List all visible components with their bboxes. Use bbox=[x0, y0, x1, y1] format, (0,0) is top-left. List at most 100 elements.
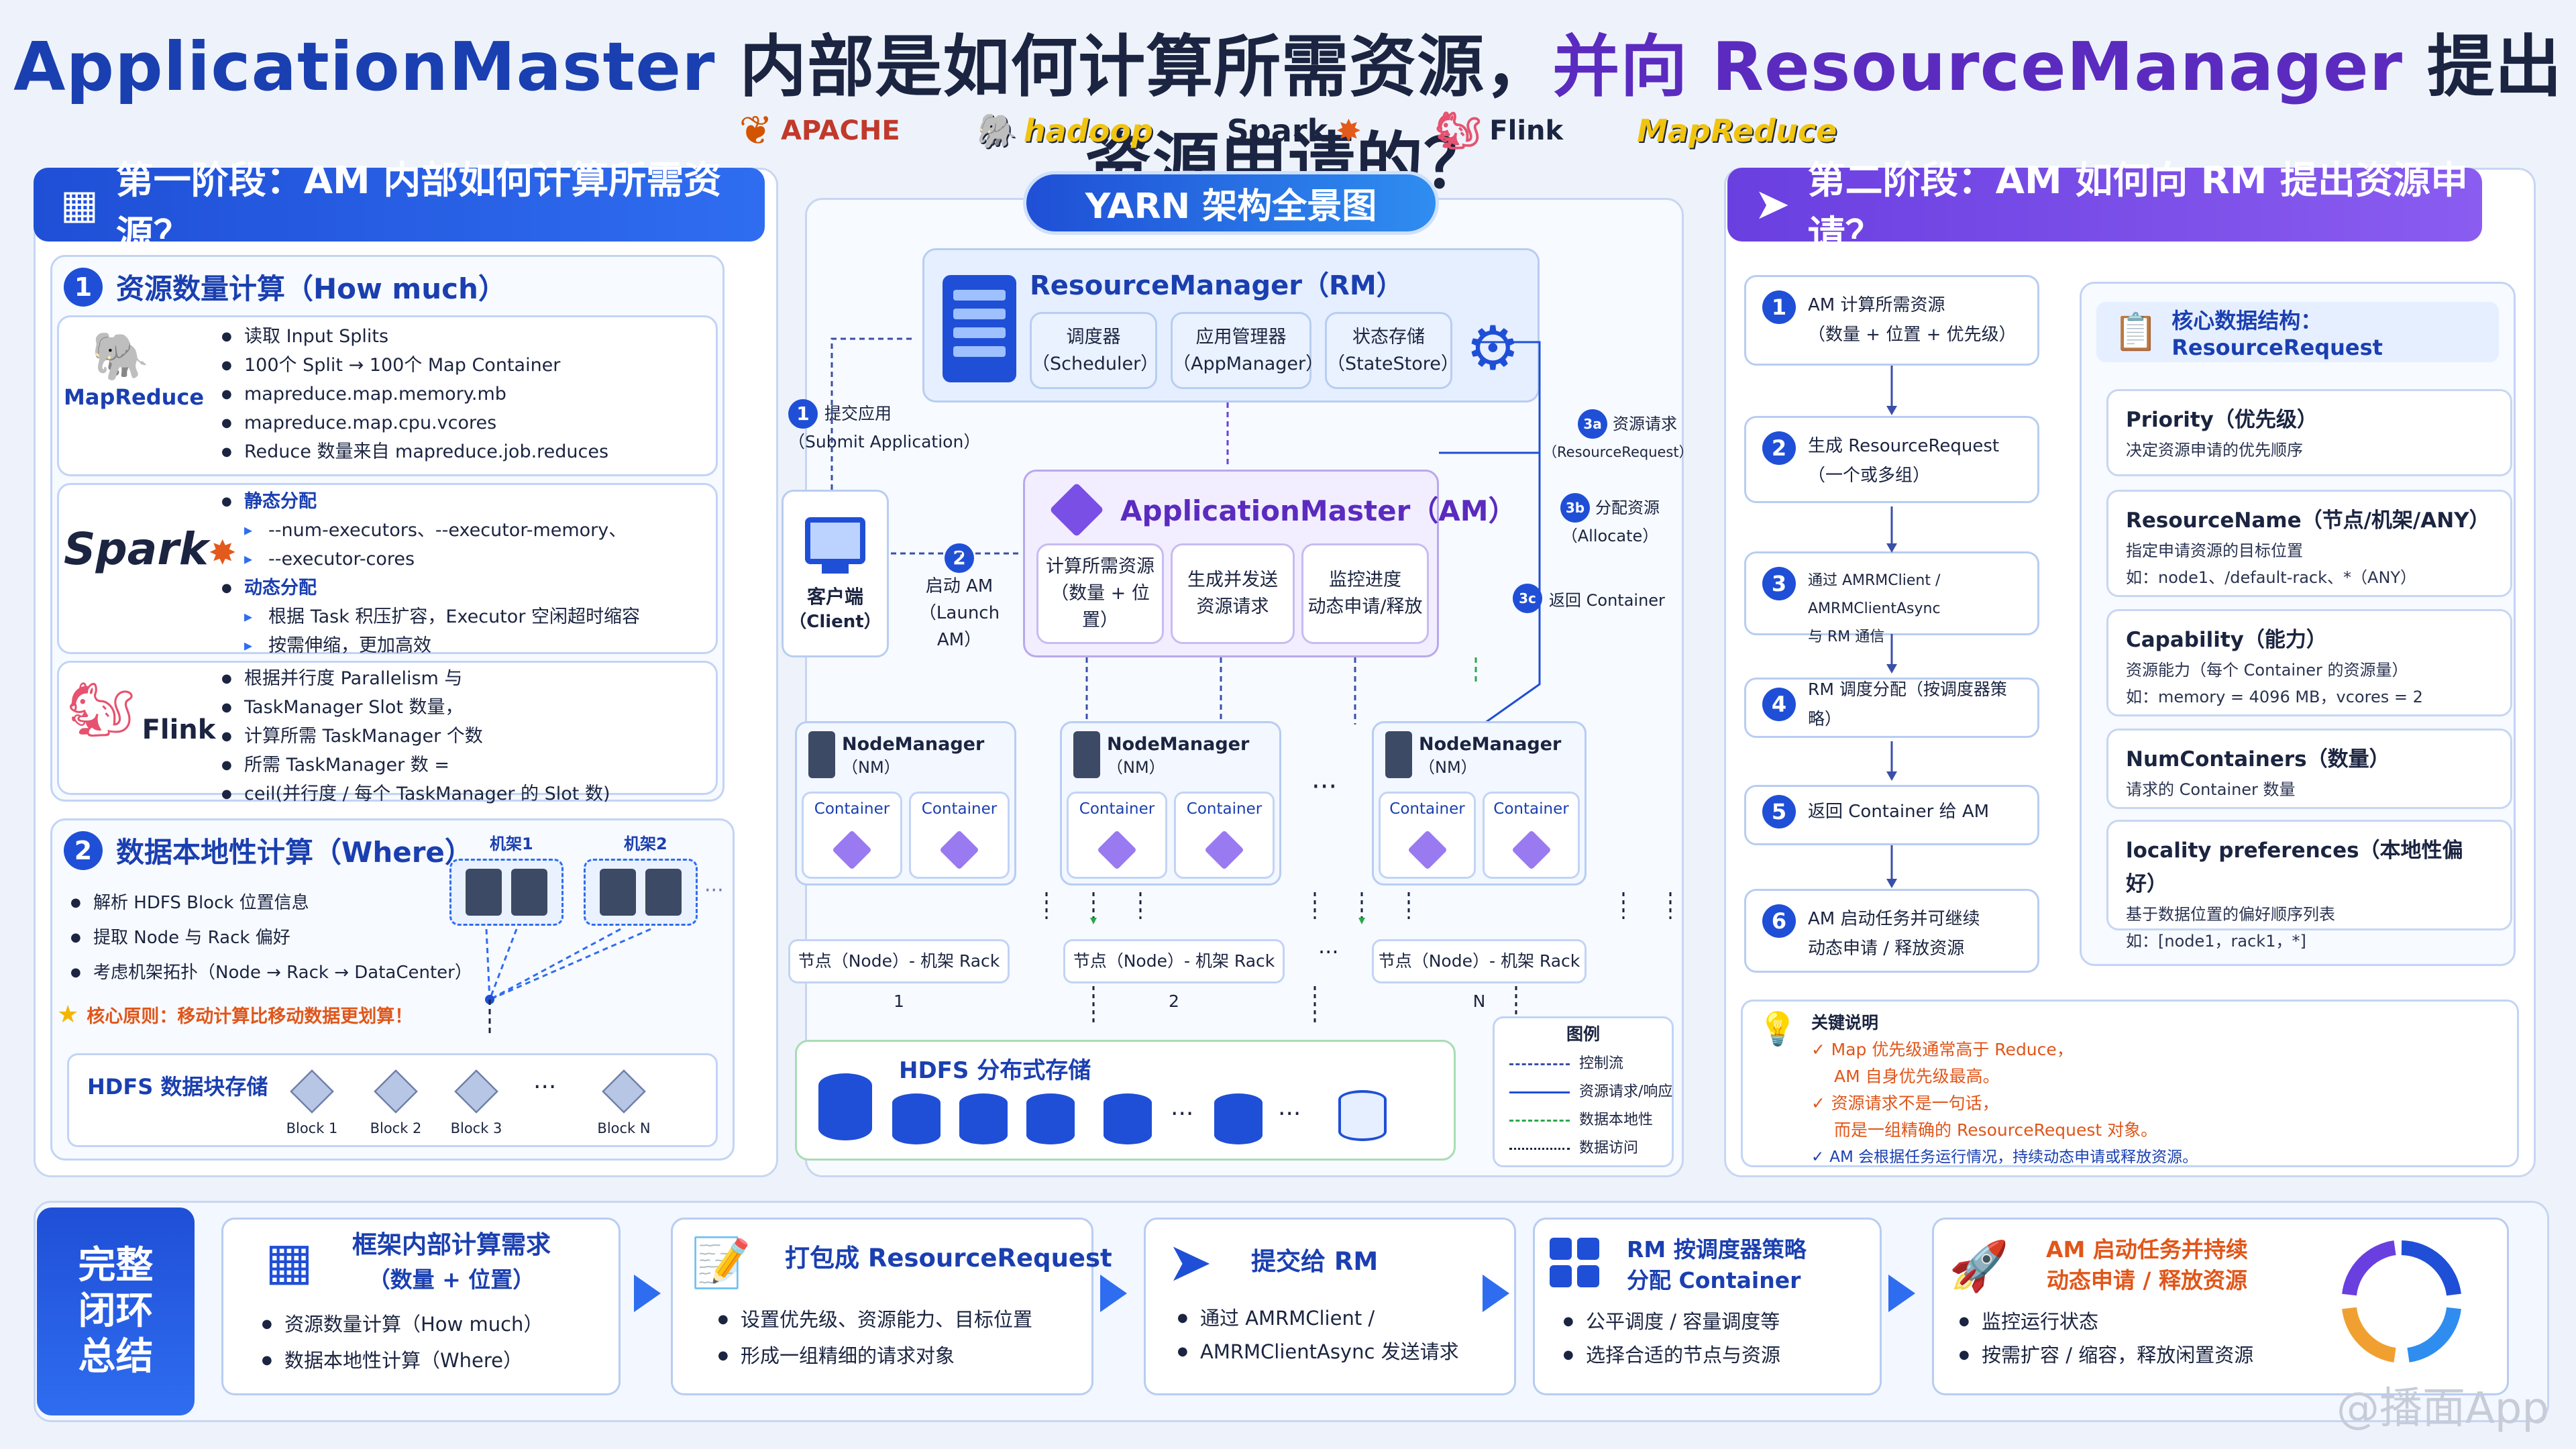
rr-resource-name: ResourceName（节点/机架/ANY）指定申请资源的目标位置如：node… bbox=[2106, 490, 2512, 597]
cube-icon bbox=[939, 830, 979, 870]
rack-2: 节点（Node）- 机架 Rack 2 bbox=[1063, 939, 1285, 1011]
cube-icon bbox=[290, 1069, 334, 1114]
paper-plane-icon: ➤ bbox=[1754, 180, 1790, 229]
am-compute: 计算所需资源（数量 + 位置） bbox=[1036, 543, 1164, 644]
calculator-icon: ▦ bbox=[265, 1231, 313, 1291]
server-icon bbox=[943, 275, 1016, 382]
left-header: ▦ 第一阶段：AM 内部如何计算所需资源？ bbox=[34, 159, 765, 257]
block-2: Block 2 bbox=[359, 1069, 433, 1136]
database-icon bbox=[892, 1093, 941, 1144]
paper-plane-icon: ➤ bbox=[1167, 1231, 1213, 1293]
mapreduce-logo: MapReduce bbox=[1637, 113, 1837, 149]
cube-icon bbox=[832, 830, 872, 870]
arrow-right-icon bbox=[1483, 1275, 1509, 1312]
cube-icon bbox=[1097, 830, 1137, 870]
nmn-container-a: Container bbox=[1379, 792, 1476, 879]
rack-ellipsis: ··· bbox=[704, 879, 724, 902]
database-icon bbox=[818, 1073, 872, 1140]
summary-card-1-list: 资源数量计算（How much）数据本地性计算（Where） bbox=[262, 1306, 543, 1379]
mapreduce-list: 读取 Input Splits 100个 Split → 100个 Map Co… bbox=[221, 322, 711, 466]
star-icon: ★ bbox=[57, 1001, 79, 1028]
nmn-title: NodeManager（NM） bbox=[1419, 734, 1562, 777]
db-ellipsis: ··· bbox=[1278, 1100, 1301, 1128]
server-icon bbox=[1073, 731, 1100, 778]
cube-icon bbox=[454, 1069, 498, 1114]
rr-locality: locality preferences（本地性偏好）基于数据位置的偏好顺序列表… bbox=[2106, 820, 2512, 951]
center-flow-lines bbox=[830, 337, 1672, 1026]
block-3: Block 3 bbox=[439, 1069, 513, 1136]
hadoop-logo: 🐘hadoop bbox=[973, 111, 1153, 150]
rack-ellipsis: ··· bbox=[1318, 939, 1339, 965]
rack2-box bbox=[584, 859, 698, 926]
server-icon bbox=[808, 731, 835, 778]
apache-logo: ❦APACHE bbox=[739, 107, 900, 154]
db-ellipsis: ··· bbox=[1171, 1100, 1194, 1128]
step-arrows bbox=[1886, 366, 1897, 888]
check-icon: ✓ bbox=[1811, 1093, 1831, 1113]
logo-bar: ❦APACHE 🐘hadoop Spark✸ 🐿Flink MapReduce bbox=[0, 101, 2576, 161]
spark-logo: Spark✸ bbox=[1226, 113, 1362, 149]
database-icon bbox=[1338, 1090, 1387, 1141]
step-launch-am: 2 启动 AM （Launch AM） bbox=[909, 543, 1010, 653]
gear-icon: ⚙ bbox=[1466, 313, 1520, 384]
right-header: ➤ 第二阶段：AM 如何向 RM 提出资源申请？ bbox=[1727, 159, 2482, 257]
cycle-icon bbox=[2342, 1240, 2461, 1362]
lightbulb-icon: 💡 bbox=[1758, 1010, 1798, 1048]
calculator-icon: ▦ bbox=[60, 181, 99, 228]
grid-icon bbox=[1550, 1238, 1599, 1287]
server-icon bbox=[511, 869, 547, 916]
block-n: Block N bbox=[587, 1069, 661, 1136]
summary-card-1-title: 框架内部计算需求（数量 + 位置） bbox=[352, 1230, 551, 1293]
cube-icon bbox=[1204, 830, 1244, 870]
check-icon: ✓ bbox=[1811, 1040, 1831, 1059]
legend-items: 控制流 资源请求/响应 数据本地性 数据访问 bbox=[1509, 1050, 1672, 1163]
spark-list: 静态分配 --num-executors、--executor-memory、 … bbox=[221, 487, 711, 660]
client-box: 客户端 （Client） bbox=[782, 490, 889, 657]
title-part3: 并向 ResourceManager bbox=[1552, 28, 2404, 106]
summary-label: 完整闭环总结 bbox=[37, 1208, 195, 1415]
nmn-container-b: Container bbox=[1483, 792, 1580, 879]
block-1: Block 1 bbox=[275, 1069, 349, 1136]
summary-card-2-title: 打包成 ResourceRequest bbox=[785, 1244, 1112, 1273]
key-notes bbox=[1741, 1000, 2519, 1167]
database-icon bbox=[959, 1093, 1008, 1144]
database-icon bbox=[1104, 1093, 1152, 1144]
section-how-much-title: 1 资源数量计算（How much） bbox=[64, 266, 506, 307]
document-edit-icon: 📝 bbox=[691, 1234, 751, 1291]
rr-priority: Priority（优先级）决定资源申请的优先顺序 bbox=[2106, 389, 2512, 476]
rack2-label: 机架2 bbox=[624, 835, 667, 853]
server-icon bbox=[1385, 731, 1412, 778]
where-list: 解析 HDFS Block 位置信息 提取 Node 与 Rack 偏好 考虑机… bbox=[70, 885, 473, 990]
flink-brand: 🐿 Flink bbox=[67, 678, 216, 745]
title-part1: ApplicationMaster bbox=[13, 28, 716, 106]
check-icon: ✓ bbox=[1811, 1148, 1830, 1166]
cube-icon bbox=[602, 1069, 646, 1114]
nm2-title: NodeManager（NM） bbox=[1107, 734, 1250, 777]
nm-ellipsis: ··· bbox=[1311, 771, 1338, 802]
server-icon bbox=[645, 869, 682, 916]
mapreduce-brand: 🐘 MapReduce bbox=[64, 329, 205, 410]
cube-icon bbox=[374, 1069, 418, 1114]
topology-lines bbox=[485, 928, 651, 1036]
rack-1: 节点（Node）- 机架 Rack 1 bbox=[788, 939, 1010, 1011]
am-send-request: 生成并发送资源请求 bbox=[1171, 543, 1295, 644]
summary-card-3-list: 通过 AMRMClient /AMRMClientAsync 发送请求 bbox=[1177, 1301, 1459, 1368]
arrow-right-icon bbox=[1888, 1275, 1915, 1312]
center-header: YARN 架构全景图 bbox=[1023, 171, 1439, 235]
am-title: ApplicationMaster（AM） bbox=[1120, 494, 1517, 527]
title-part2: 内部是如何计算所需资源， bbox=[715, 28, 1553, 106]
nm2-container-b: Container bbox=[1174, 792, 1275, 879]
squirrel-icon: 🐿 bbox=[1435, 109, 1482, 152]
rm-scheduler: 调度器（Scheduler） bbox=[1030, 312, 1159, 389]
database-icon bbox=[1214, 1093, 1263, 1144]
cube-icon bbox=[1407, 830, 1448, 870]
am-monitor: 监控进度动态申请/释放 bbox=[1301, 543, 1429, 644]
